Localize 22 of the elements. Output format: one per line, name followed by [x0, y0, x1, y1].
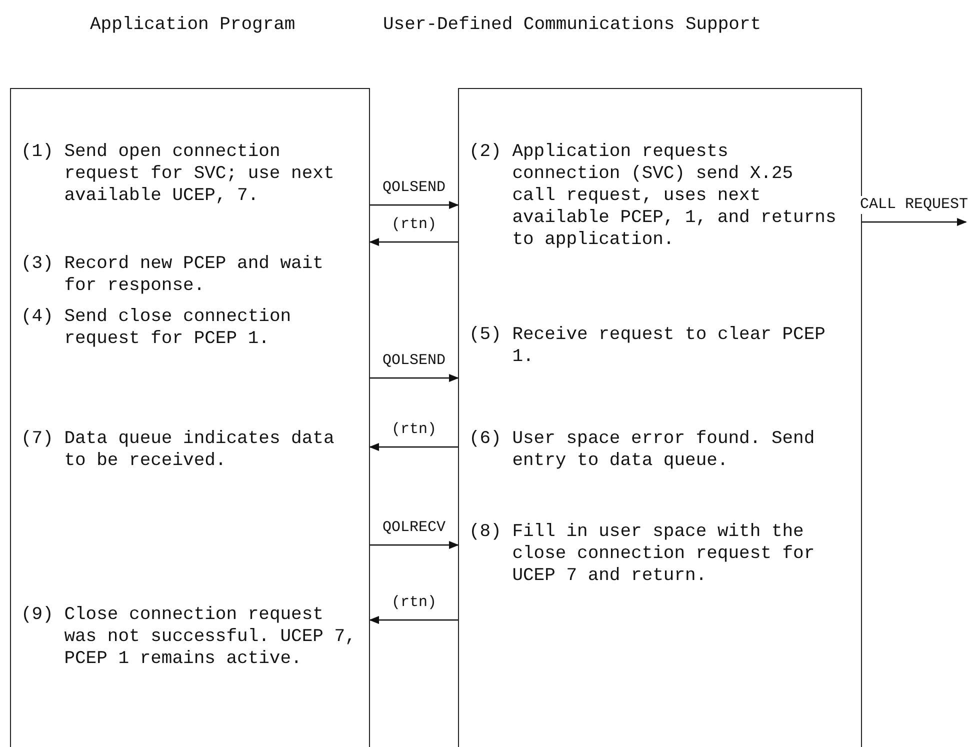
edge-label: QOLSEND	[380, 352, 448, 370]
step-text: (2) Application requests connection (SVC) send X.25 call request, uses next available PCEP, 1, and returns to application.	[469, 141, 836, 251]
arrow	[369, 443, 458, 451]
step-text: (5) Receive request to clear PCEP 1.	[469, 324, 826, 368]
edge-label: QOLSEND	[380, 179, 448, 197]
step-text: (9) Close connection request was not successful. UCEP 7, PCEP 1 remains active.	[21, 604, 356, 670]
step-text: (3) Record new PCEP and wait for response.	[21, 253, 324, 297]
edge-label: CALL REQUEST	[858, 196, 970, 214]
lane-heading: User-Defined Communications Support	[383, 14, 762, 36]
step-text: (1) Send open connection request for SVC; use next available UCEP, 7.	[21, 141, 336, 207]
arrow	[862, 218, 967, 226]
arrow	[369, 238, 458, 246]
arrow	[370, 541, 459, 549]
lane-heading: Application Program	[90, 14, 296, 36]
step-text: (8) Fill in user space with the close connection request for UCEP 7 and return.	[469, 521, 816, 587]
step-text: (4) Send close connection request for PCEP 1.	[21, 306, 292, 350]
step-text: (7) Data queue indicates data to be received.	[21, 428, 336, 472]
edge-label: QOLRECV	[380, 519, 448, 537]
arrow	[370, 201, 459, 209]
arrow	[370, 374, 459, 382]
step-text: (6) User space error found. Send entry to data queue.	[469, 428, 816, 472]
arrow	[369, 616, 458, 624]
